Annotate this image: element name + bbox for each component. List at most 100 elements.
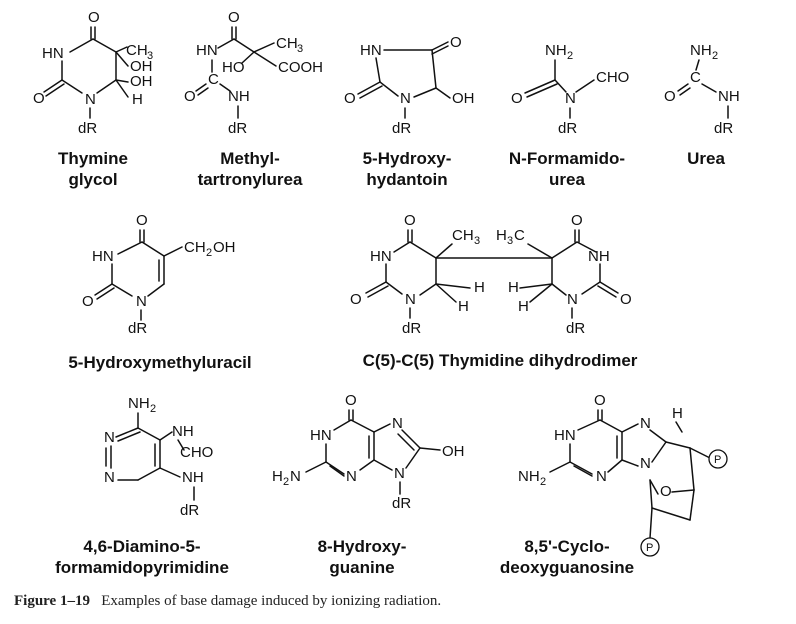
svg-text:O: O: [664, 88, 676, 105]
svg-text:dR: dR: [566, 320, 585, 337]
svg-text:O: O: [33, 90, 45, 107]
svg-text:CHO: CHO: [180, 444, 213, 461]
svg-text:HO: HO: [222, 59, 245, 76]
svg-text:N: N: [640, 415, 651, 432]
svg-text:dR: dR: [402, 320, 421, 337]
name-5-hydroxymethyluracil: 5-Hydroxymethyluracil: [68, 353, 251, 372]
svg-text:O: O: [404, 212, 416, 229]
svg-text:C: C: [514, 227, 525, 244]
svg-text:O: O: [450, 34, 462, 51]
figure-caption-text: Examples of base damage induced by ioniz…: [101, 593, 442, 609]
svg-text:2: 2: [150, 403, 156, 415]
svg-text:O: O: [184, 88, 196, 105]
name-5-hydroxyhydantoin-1: 5-Hydroxy-: [363, 149, 452, 168]
svg-text:2: 2: [206, 247, 212, 259]
svg-text:O: O: [511, 90, 523, 107]
svg-text:N: N: [405, 291, 416, 308]
svg-text:H: H: [132, 91, 143, 108]
svg-text:N: N: [394, 465, 405, 482]
svg-text:OH: OH: [442, 443, 465, 460]
name-n-formamidourea-2: urea: [549, 170, 585, 189]
svg-text:O: O: [620, 291, 632, 308]
svg-text:HN: HN: [554, 427, 576, 444]
svg-text:NH: NH: [588, 248, 610, 265]
name-urea: Urea: [687, 149, 725, 168]
name-fapy-1: 4,6-Diamino-5-: [83, 537, 200, 556]
svg-text:2: 2: [712, 50, 718, 62]
name-cyclodeoxyguanosine-1: 8,5'-Cyclo-: [524, 537, 609, 556]
svg-text:NH: NH: [518, 468, 540, 485]
svg-text:CH: CH: [184, 239, 206, 256]
structure-5-hydroxyhydantoin: HN O O N OH dR: [344, 34, 475, 137]
svg-text:N: N: [392, 415, 403, 432]
svg-text:C: C: [208, 71, 219, 88]
svg-text:O: O: [571, 212, 583, 229]
name-thymine-glycol-1: Thymine: [58, 149, 128, 168]
svg-text:O: O: [88, 9, 100, 26]
svg-text:3: 3: [474, 235, 480, 247]
svg-text:2: 2: [567, 50, 573, 62]
svg-text:CH: CH: [276, 35, 298, 52]
svg-text:dR: dR: [392, 120, 411, 137]
svg-text:NH: NH: [545, 42, 567, 59]
svg-text:H: H: [474, 279, 485, 296]
svg-text:HN: HN: [370, 248, 392, 265]
svg-text:OH: OH: [213, 239, 236, 256]
svg-text:HN: HN: [310, 427, 332, 444]
svg-text:3: 3: [507, 235, 513, 247]
svg-text:O: O: [350, 291, 362, 308]
svg-text:O: O: [82, 293, 94, 310]
svg-text:dR: dR: [78, 120, 97, 137]
svg-text:N: N: [346, 468, 357, 485]
svg-text:N: N: [565, 90, 576, 107]
svg-text:N: N: [85, 91, 96, 108]
svg-text:NH: NH: [172, 423, 194, 440]
svg-text:N: N: [136, 293, 147, 310]
svg-text:O: O: [660, 483, 672, 500]
svg-text:H: H: [496, 227, 507, 244]
svg-text:COOH: COOH: [278, 59, 323, 76]
svg-text:O: O: [136, 212, 148, 229]
svg-text:CH: CH: [452, 227, 474, 244]
figure-caption: Figure 1–19 Examples of base damage indu…: [14, 593, 441, 610]
svg-text:N: N: [596, 468, 607, 485]
svg-text:P: P: [646, 542, 653, 554]
svg-text:H: H: [458, 298, 469, 315]
svg-text:N: N: [400, 90, 411, 107]
name-methyltartronylurea-1: Methyl-: [220, 149, 280, 168]
name-methyltartronylurea-2: tartronylurea: [198, 170, 303, 189]
svg-text:HN: HN: [360, 42, 382, 59]
svg-text:dR: dR: [228, 120, 247, 137]
name-8-hydroxyguanine-1: 8-Hydroxy-: [318, 537, 407, 556]
svg-text:2: 2: [540, 476, 546, 488]
svg-text:OH: OH: [452, 90, 475, 107]
name-8-hydroxyguanine-2: guanine: [329, 558, 394, 577]
name-5-hydroxyhydantoin-2: hydantoin: [366, 170, 447, 189]
svg-text:O: O: [228, 9, 240, 26]
svg-text:HN: HN: [196, 42, 218, 59]
svg-text:N: N: [104, 469, 115, 486]
svg-text:CHO: CHO: [596, 69, 629, 86]
svg-text:H: H: [508, 279, 519, 296]
svg-text:dR: dR: [128, 320, 147, 337]
svg-text:2: 2: [283, 476, 289, 488]
svg-text:dR: dR: [558, 120, 577, 137]
name-thymidine-dihydrodimer: C(5)-C(5) Thymidine dihydrodimer: [363, 351, 638, 370]
svg-text:H: H: [672, 405, 683, 422]
svg-text:NH: NH: [718, 88, 740, 105]
svg-text:P: P: [714, 454, 721, 466]
svg-text:C: C: [690, 69, 701, 86]
name-n-formamidourea-1: N-Formamido-: [509, 149, 625, 168]
figure-label: Figure 1–19: [14, 593, 90, 609]
svg-text:O: O: [345, 392, 357, 409]
svg-text:3: 3: [147, 50, 153, 62]
